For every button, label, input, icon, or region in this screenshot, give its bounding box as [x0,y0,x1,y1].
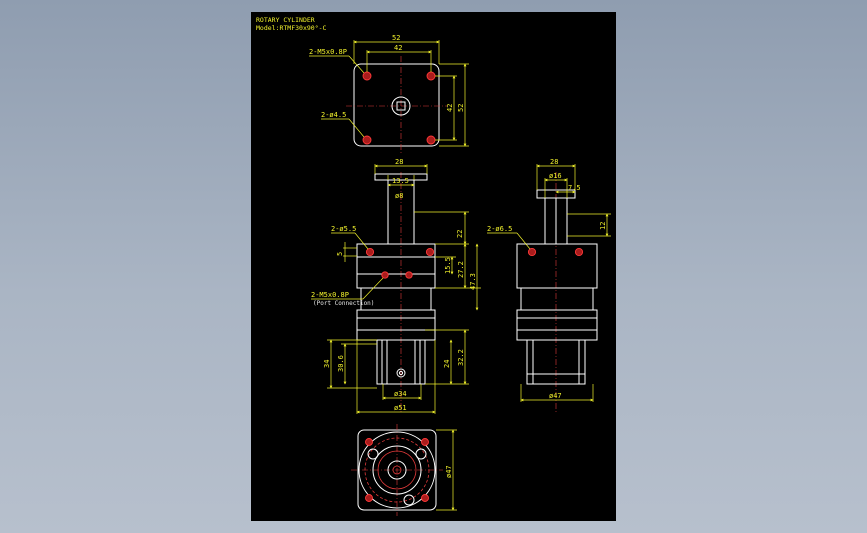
side-view-lower-body [526,339,586,385]
side-view-mid-body [516,309,598,341]
top-view-hole-br [426,135,436,145]
dim-front-27-2: 27.2 [457,261,465,278]
note-front-port: 2-M5x0.8P [311,291,349,299]
note-front-holes: 2-ø5.5 [331,225,356,233]
dim-front-34: 34 [323,360,331,368]
top-view-bore [391,96,411,116]
dim-front-bottom-inner: ø34 [394,390,407,398]
bottom-hole-tr [421,438,429,446]
note-front-port-sub: (Port Connection) [313,300,374,307]
bottom-hole-br [421,494,429,502]
dim-top-outer: 52 [392,34,400,42]
dim-front-24: 24 [443,360,451,368]
front-view-lower-body [376,339,426,385]
bottom-view-bore [387,460,407,480]
front-view-shaft [387,179,415,245]
cad-drawing: 52 42 42 52 2-M5x0.8P 2-ø4.5 [309,34,611,516]
dim-front-47-3: 47.3 [469,273,477,290]
side-hole-left [527,247,537,257]
dim-side-12: 12 [599,222,607,230]
dim-side-7-5: 7.5 [568,184,581,192]
dim-side-width: 28 [550,158,558,166]
dim-top-side-inner: 42 [446,104,454,112]
dim-side-bottom: ø47 [549,392,562,400]
front-port-right [405,271,413,279]
bottom-hole-bl [365,494,373,502]
front-hole-left [365,247,375,257]
top-view-hole-tr [426,71,436,81]
dim-front-shaft: ø8 [395,192,403,200]
bottom-view: ø47 [351,424,457,516]
drawing-sheet: ROTARY CYLINDER Model:RTMF30x90°-C [251,12,616,521]
dim-front-30-6: 30.6 [337,355,345,372]
dim-front-15-5: 15.5 [444,257,452,274]
note-side-holes: 2-ø6.5 [487,225,512,233]
dim-front-5: 5 [336,252,344,256]
title-line-2: Model:RTMF30x90°-C [256,24,327,32]
dim-top-side-outer: 52 [457,104,465,112]
dim-front-22: 22 [456,230,464,238]
dim-top-inner: 42 [394,44,402,52]
front-view-mid-body [356,309,436,341]
dim-front-width: 28 [395,158,403,166]
dim-front-bottom-outer: ø51 [394,404,407,412]
front-hole-right [425,247,435,257]
front-port-left [381,271,389,279]
dim-front-32-2: 32.2 [457,349,465,366]
bottom-hole-tl [365,438,373,446]
bottom-view-outer-ring [358,431,436,509]
side-view: 28 ø16 7.5 12 ø47 2-ø6.5 [487,158,611,412]
note-top-hole: 2-ø4.5 [321,111,346,119]
dim-bottom-side: ø47 [445,465,453,478]
top-view: 52 42 42 52 2-M5x0.8P 2-ø4.5 [309,34,469,154]
front-view: 28 13.5 ø8 22 15.5 27.2 47.3 24 32.2 [311,158,481,414]
side-hole-right [574,247,584,257]
top-view-body [353,63,440,147]
top-view-hole-bl [362,135,372,145]
note-top-thread: 2-M5x0.8P [309,48,347,56]
dim-front-key: 13.5 [392,177,409,185]
title-line-1: ROTARY CYLINDER [256,16,315,24]
top-view-hole-tl [362,71,372,81]
dim-side-shaft: ø16 [549,172,562,180]
